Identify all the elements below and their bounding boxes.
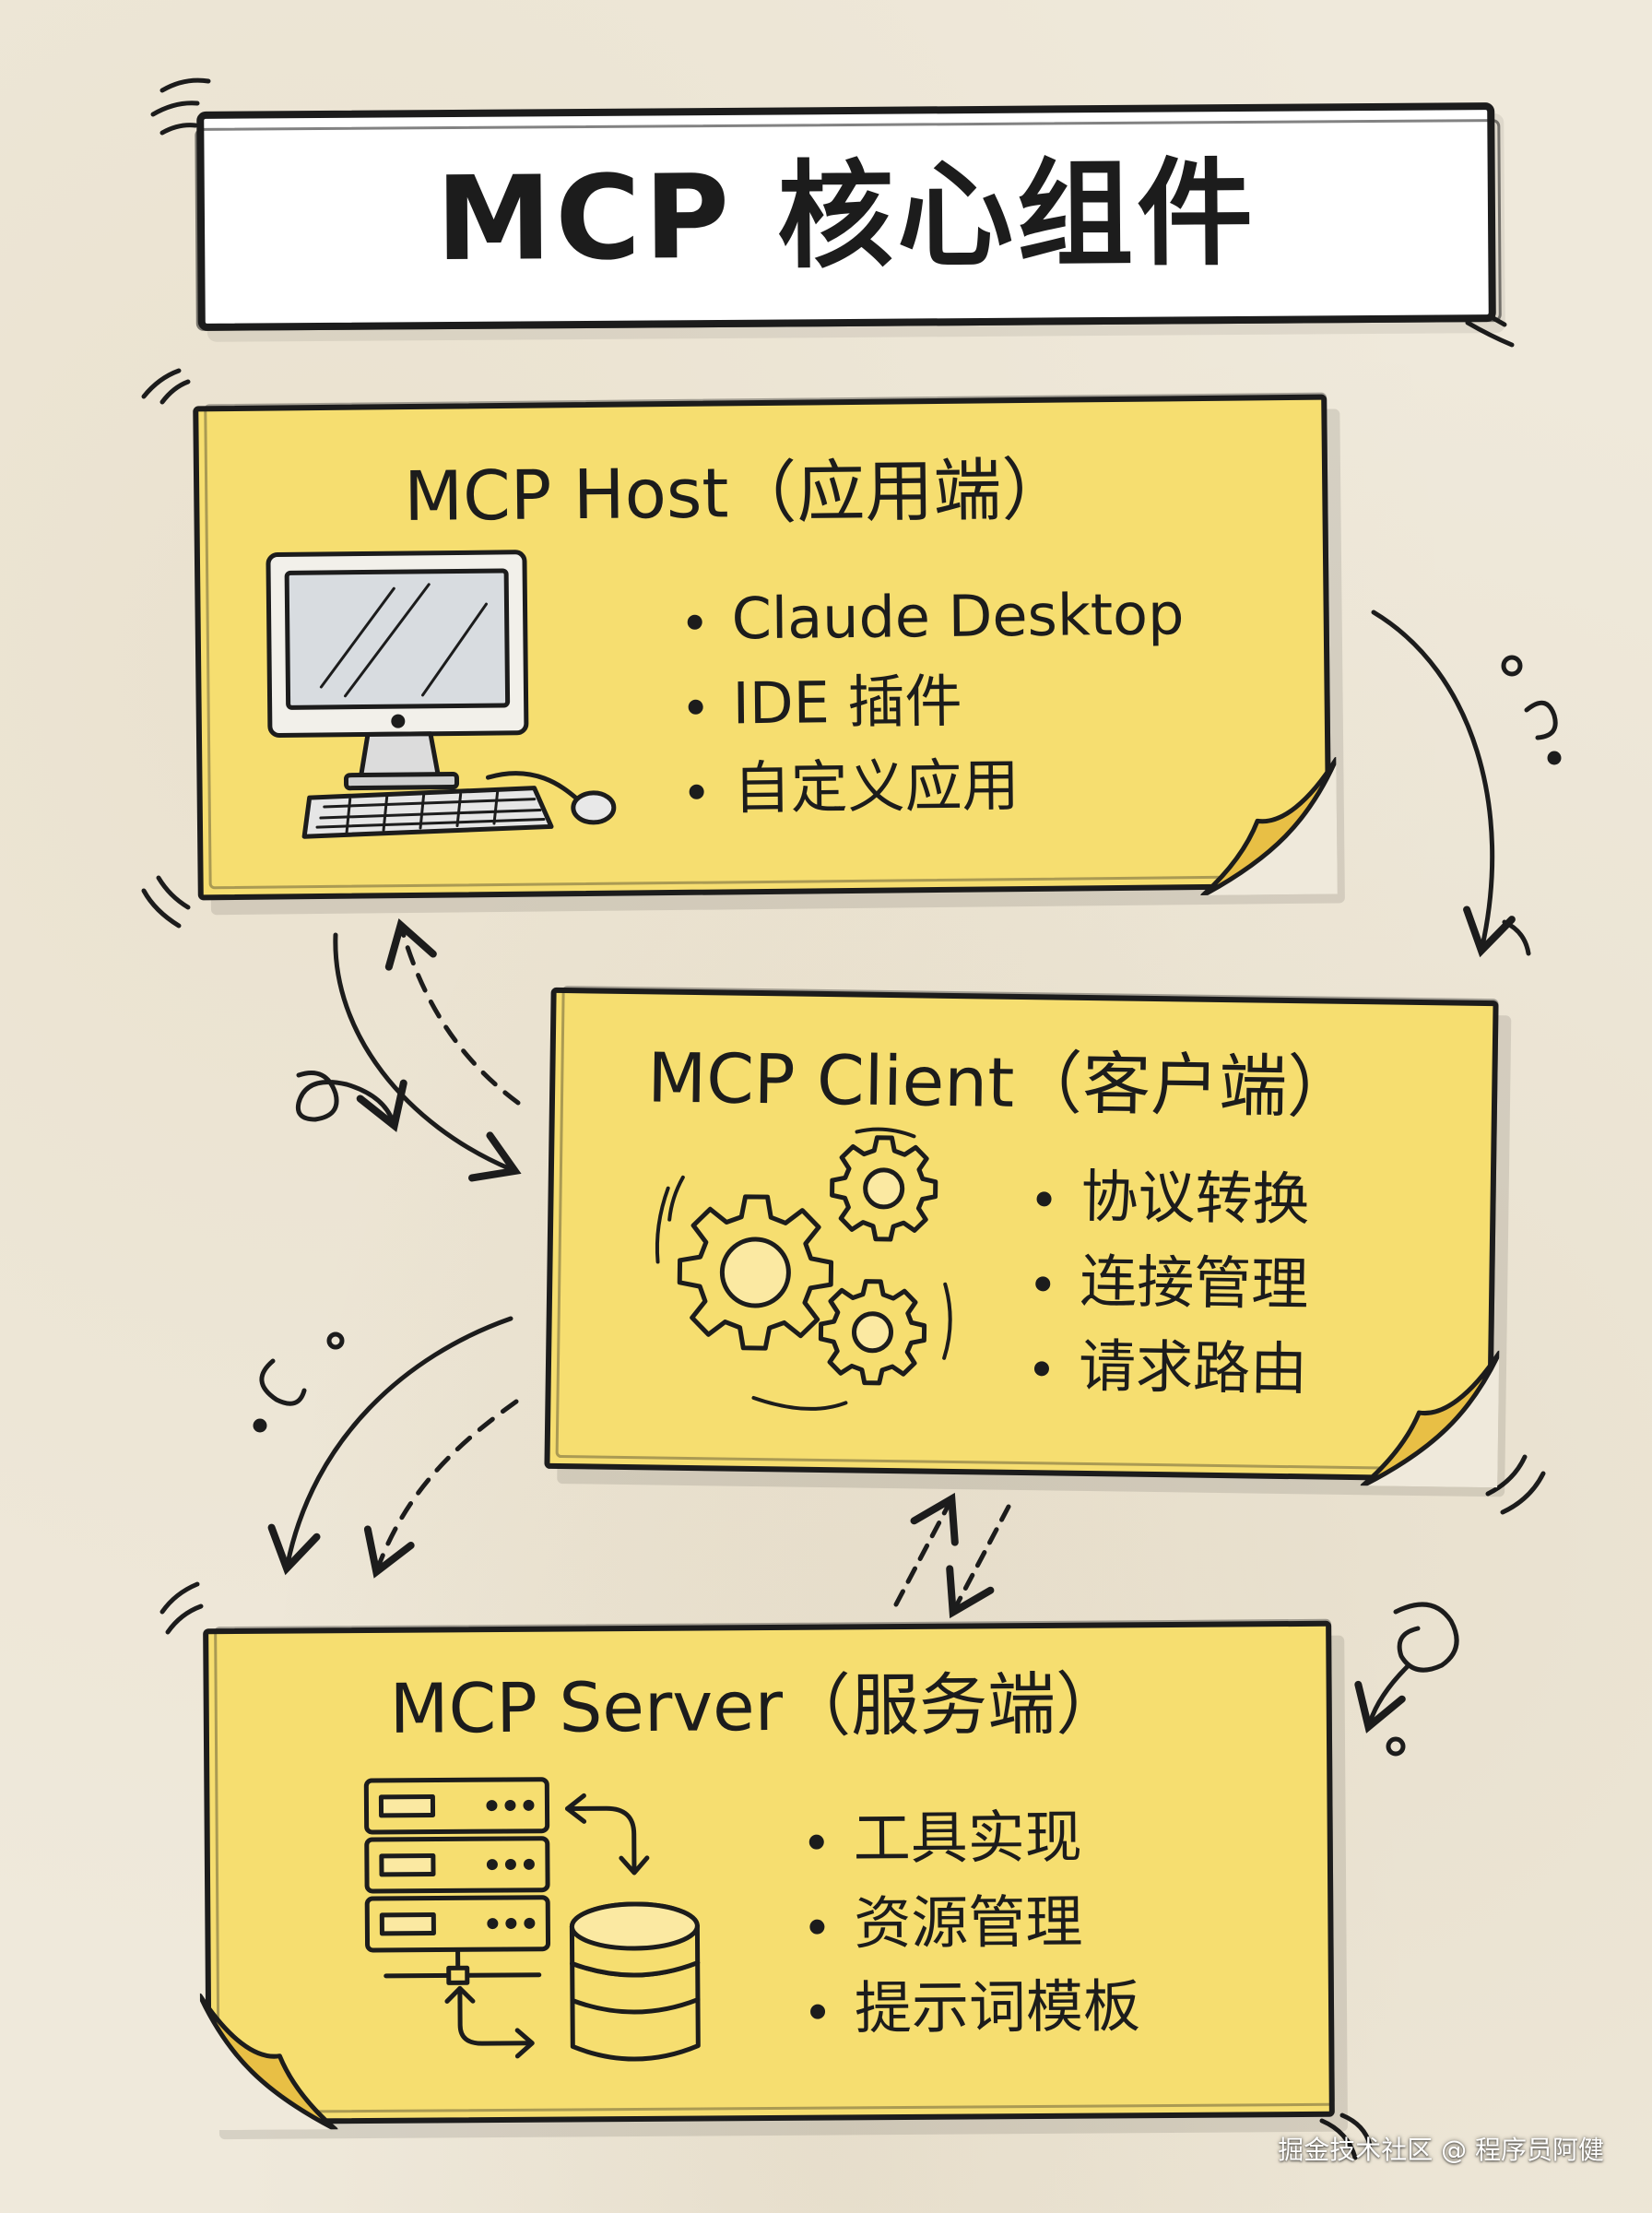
host-title: MCP Host（应用端） xyxy=(403,450,1070,538)
host-feature-item: IDE 插件 xyxy=(684,668,1185,738)
host-feature-item: Claude Desktop xyxy=(683,580,1184,652)
client-feature-item: 请求路由 xyxy=(1031,1332,1308,1402)
host-card: MCP Host（应用端） xyxy=(193,392,1338,901)
page-curl-icon xyxy=(1200,756,1338,896)
host-feature-list: Claude Desktop IDE 插件 自定义应用 xyxy=(683,580,1186,822)
server-feature-item: 提示词模板 xyxy=(807,1972,1141,2041)
client-title: MCP Client（客户端） xyxy=(646,1038,1356,1129)
client-feature-list: 协议转换 连接管理 请求路由 xyxy=(1031,1163,1311,1402)
server-card: MCP Server（服务端） xyxy=(199,1618,1335,2131)
watermark: 掘金技术社区 @ 程序员阿健 xyxy=(1278,2135,1604,2165)
client-feature-item: 协议转换 xyxy=(1032,1163,1310,1233)
page-curl-icon xyxy=(199,1993,338,2131)
page-title: MCP 核心组件 xyxy=(435,145,1257,288)
desktop-computer-icon xyxy=(266,550,617,839)
client-card: MCP Client（客户端） 协议转换 连接管理 请求 xyxy=(544,986,1500,1488)
client-feature-item: 连接管理 xyxy=(1032,1248,1309,1318)
gears-icon xyxy=(655,1127,952,1411)
host-feature-item: 自定义应用 xyxy=(685,751,1186,822)
title-banner: MCP 核心组件 xyxy=(195,102,1502,331)
server-feature-item: 资源管理 xyxy=(806,1888,1139,1958)
server-database-icon xyxy=(363,1777,701,2062)
page-curl-icon xyxy=(1360,1350,1500,1488)
server-feature-list: 工具实现 资源管理 提示词模板 xyxy=(806,1804,1141,2042)
server-title: MCP Server（服务端） xyxy=(389,1664,1125,1749)
server-feature-item: 工具实现 xyxy=(806,1804,1139,1873)
